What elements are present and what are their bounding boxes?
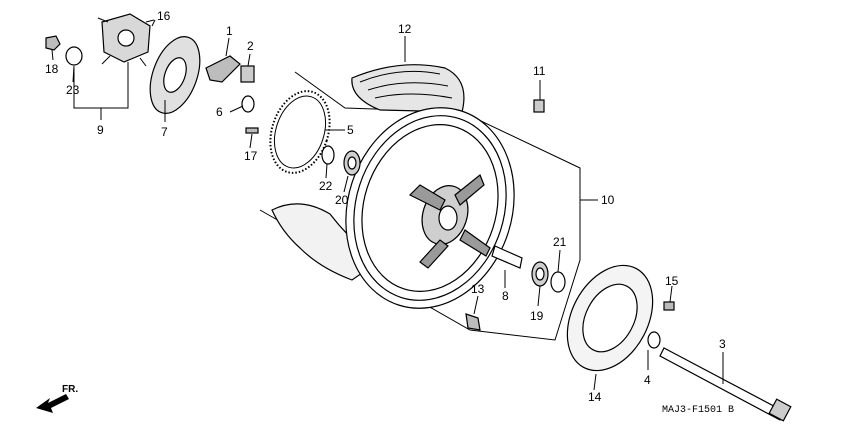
bolt-15 — [663, 301, 675, 311]
hub — [408, 174, 491, 269]
sprocket-carrier — [97, 13, 155, 67]
bolt-17 — [245, 127, 259, 134]
callout-5: 5 — [347, 123, 354, 137]
bearing-20 — [343, 150, 361, 176]
seal-21 — [550, 271, 566, 293]
tire — [351, 64, 465, 113]
callout-2: 2 — [247, 39, 254, 53]
callout-7: 7 — [161, 125, 168, 139]
callout-1: 1 — [226, 24, 233, 38]
callout-8: 8 — [502, 289, 509, 303]
sprocket — [149, 36, 201, 114]
callout-13: 13 — [471, 282, 485, 296]
o-ring-23 — [65, 46, 83, 66]
callout-20: 20 — [335, 193, 349, 207]
callout-18: 18 — [45, 62, 59, 76]
callout-3: 3 — [719, 337, 726, 351]
direction-label: FR. — [62, 384, 78, 395]
callout-6: 6 — [216, 105, 223, 119]
diagram-code: MAJ3-F1501 B — [662, 405, 734, 416]
bearing-19 — [531, 261, 549, 287]
callout-16: 16 — [157, 9, 171, 23]
callout-10: 10 — [601, 193, 615, 207]
bearing-ring-5 — [269, 90, 331, 174]
callout-19: 19 — [530, 309, 544, 323]
valve-11 — [533, 99, 545, 113]
front-direction-arrow: FR. — [36, 384, 78, 413]
collar-8 — [491, 245, 523, 269]
callout-17: 17 — [244, 149, 258, 163]
brake-disc — [566, 264, 654, 372]
callout-12: 12 — [398, 22, 412, 36]
rim — [345, 107, 515, 309]
callout-labels: 1 2 3 4 5 6 7 8 9 10 11 12 13 14 15 16 1… — [45, 9, 726, 404]
callout-22: 22 — [319, 179, 333, 193]
callout-15: 15 — [665, 274, 679, 288]
washer-4 — [647, 331, 661, 349]
callout-14: 14 — [588, 390, 602, 404]
callout-21: 21 — [553, 235, 567, 249]
washer-6 — [241, 95, 255, 113]
callout-9: 9 — [97, 123, 104, 137]
bolt-13 — [465, 313, 481, 331]
nut-18 — [45, 35, 61, 51]
group-bracket-9 — [73, 62, 129, 120]
leader-lines — [51, 19, 724, 391]
callout-4: 4 — [644, 373, 651, 387]
chain-adjuster — [205, 55, 255, 83]
spacer-22 — [321, 145, 335, 165]
assembly-frame — [259, 71, 581, 341]
callout-11: 11 — [533, 64, 546, 78]
callout-23: 23 — [66, 83, 80, 97]
